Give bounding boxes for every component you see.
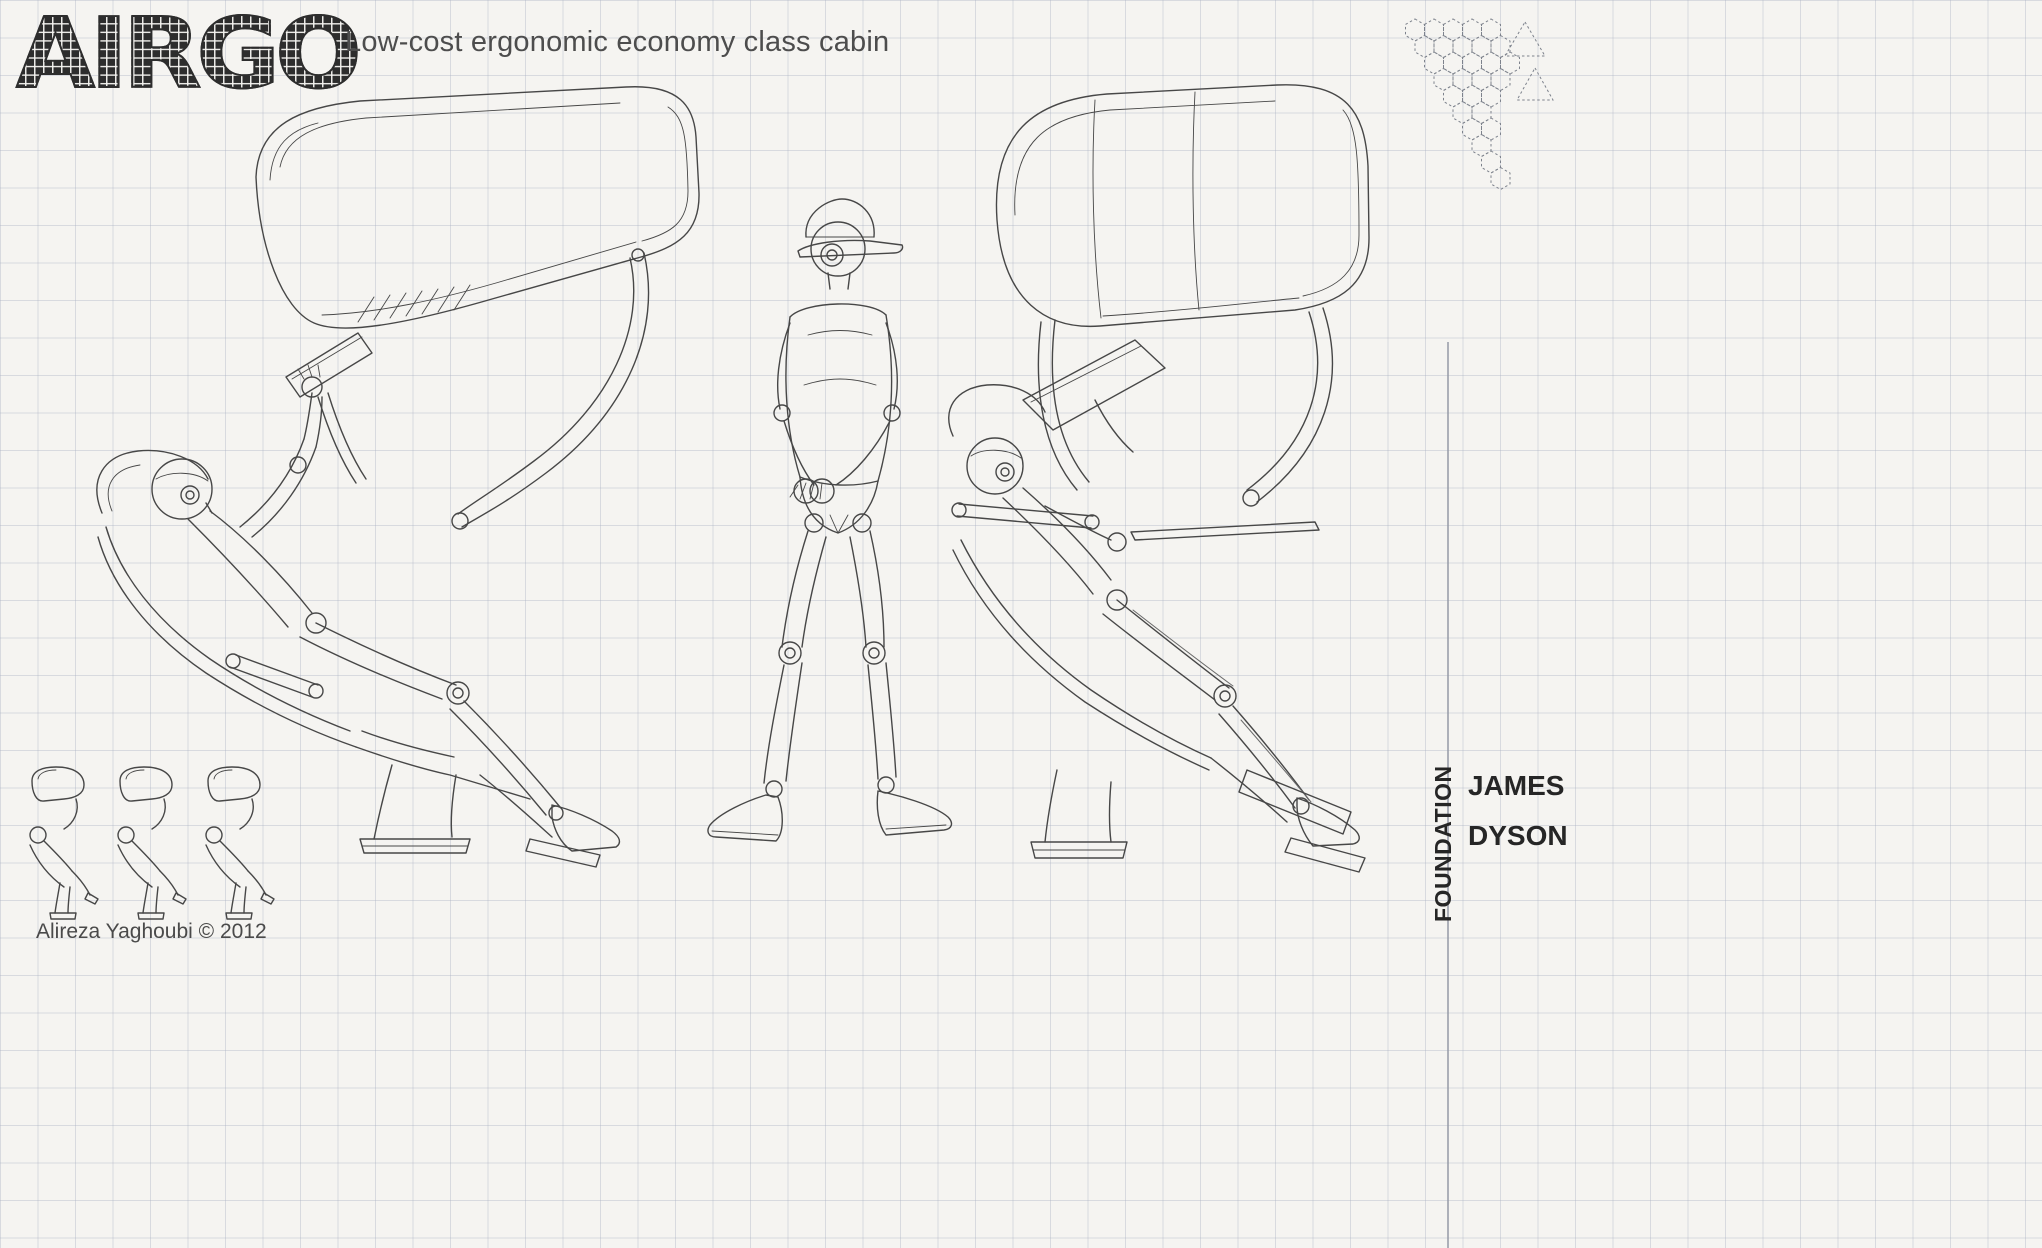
brand-foundation-label: FOUNDATION [1430,765,1456,922]
seat-position-2 [117,766,187,920]
airgo-logo: AIRGO [15,0,363,111]
standing-passenger-drawing [707,198,953,842]
seat-rear-view-drawing [948,84,1370,873]
seat-position-1 [29,766,99,920]
seat-position-3 [205,766,275,920]
seat-side-view-drawing [96,86,700,868]
seat-thumbnails [29,766,275,920]
brand-james-label: JAMES [1468,770,1565,801]
brand-dyson-label: DYSON [1468,820,1568,851]
copyright: Alireza Yaghoubi © 2012 [36,920,267,943]
divider-line [1447,342,1449,1248]
poster-subtitle: Low-cost ergonomic economy class cabin [345,26,890,58]
hex-pattern-icon [1405,18,1554,190]
